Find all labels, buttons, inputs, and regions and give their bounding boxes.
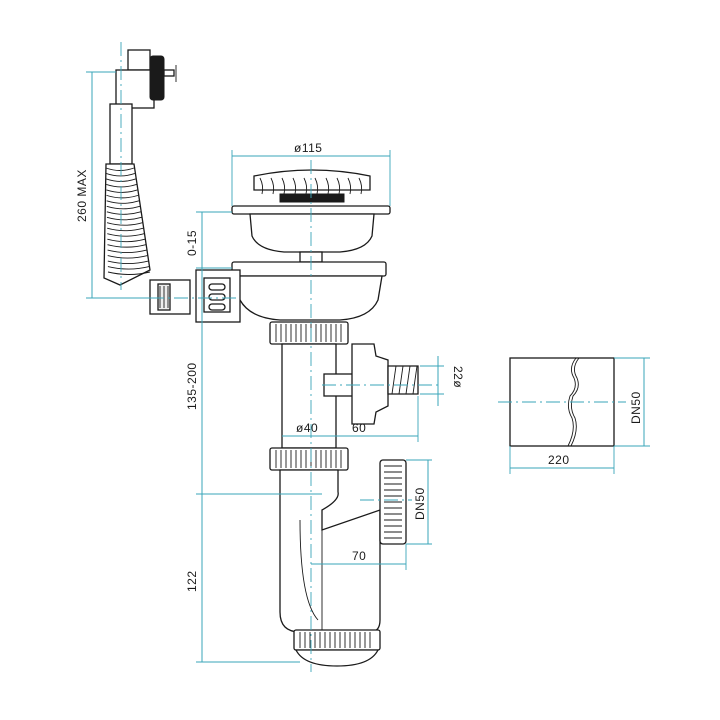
label-drop-height: 135-200 — [185, 362, 199, 410]
strainer-plug — [279, 193, 345, 203]
label-pipe-size: DN50 — [629, 391, 643, 424]
label-side-inlet-offset: 60 — [352, 421, 366, 435]
label-overflow-length: 260 MAX — [75, 169, 89, 222]
body-bowl — [235, 275, 383, 321]
overflow-cap — [149, 55, 165, 101]
overflow-head-top — [127, 49, 151, 71]
upper-nut-and-pipe — [269, 321, 419, 449]
dimension-lines — [86, 71, 650, 663]
strainer-basket-rim — [253, 169, 371, 191]
overflow-assembly — [103, 49, 191, 315]
overflow-head-body — [115, 69, 155, 109]
label-side-inlet-diameter: 22ø — [451, 366, 465, 388]
center-lines — [120, 42, 626, 672]
label-strainer-height: 0-15 — [185, 230, 199, 256]
label-outlet-size: DN50 — [413, 487, 427, 520]
strainer-basket-holes — [259, 177, 363, 195]
label-outlet-offset: 70 — [352, 549, 366, 563]
strainer-assembly — [231, 169, 391, 263]
side-inlet — [323, 343, 419, 425]
dimension-labels: 260 MAX ø115 0-15 135-200 ø40 60 22ø DN5… — [75, 141, 643, 592]
label-strainer-diameter: ø115 — [294, 141, 322, 155]
pipe-break-line — [567, 357, 577, 447]
bottom-nut — [293, 629, 381, 651]
strainer-bowl — [249, 213, 375, 253]
overflow-screw — [163, 69, 175, 77]
label-pipe-length: 220 — [548, 453, 570, 467]
trap-body — [279, 469, 381, 633]
siphon-body — [195, 261, 387, 323]
label-trap-height: 122 — [185, 570, 199, 592]
trap-assembly — [269, 447, 407, 667]
label-pipe-diameter: ø40 — [296, 421, 318, 435]
body-top-flange — [231, 261, 387, 277]
bottom-cap — [294, 649, 380, 667]
side-inlet-nut — [351, 343, 389, 425]
overflow-hose — [103, 163, 151, 286]
